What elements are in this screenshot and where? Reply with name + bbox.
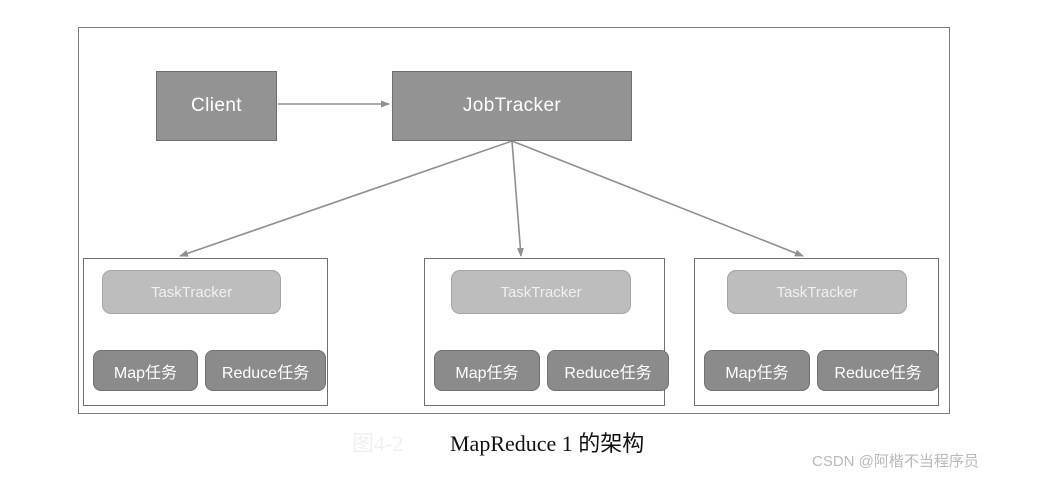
node-map-task-3-label: Map任务 [725,364,789,382]
node-reduce-task-1[interactable]: Reduce任务 [205,350,326,391]
node-reduce-task-2[interactable]: Reduce任务 [547,350,669,391]
node-jobtracker[interactable]: JobTracker [392,71,632,141]
node-map-task-1[interactable]: Map任务 [93,350,198,391]
figure-number: 图4-2 [352,431,404,456]
tasktracker-group-2: TaskTracker Map任务 Reduce任务 [424,258,669,406]
node-tasktracker-3-label: TaskTracker [776,283,858,301]
figure-caption: MapReduce 1 的架构 [450,431,645,456]
node-tasktracker-2[interactable]: TaskTracker [451,270,631,314]
node-map-task-2-label: Map任务 [455,364,519,382]
node-map-task-2[interactable]: Map任务 [434,350,540,391]
tasktracker-group-1: TaskTracker Map任务 Reduce任务 [83,258,328,406]
node-reduce-task-2-label: Reduce任务 [564,364,652,382]
node-reduce-task-3[interactable]: Reduce任务 [817,350,939,391]
node-map-task-3[interactable]: Map任务 [704,350,810,391]
node-reduce-task-3-label: Reduce任务 [834,364,922,382]
tasktracker-group-3: TaskTracker Map任务 Reduce任务 [694,258,939,406]
node-jobtracker-label: JobTracker [462,95,562,116]
node-map-task-1-label: Map任务 [113,364,178,382]
csdn-watermark: CSDN @阿楷不当程序员 [812,453,979,470]
node-tasktracker-3[interactable]: TaskTracker [727,270,907,314]
node-client[interactable]: Client [156,71,277,141]
node-tasktracker-1-label: TaskTracker [150,283,233,301]
node-reduce-task-1-label: Reduce任务 [221,364,310,382]
node-client-label: Client [191,95,242,116]
node-tasktracker-1[interactable]: TaskTracker [102,270,281,314]
node-tasktracker-2-label: TaskTracker [500,283,582,301]
